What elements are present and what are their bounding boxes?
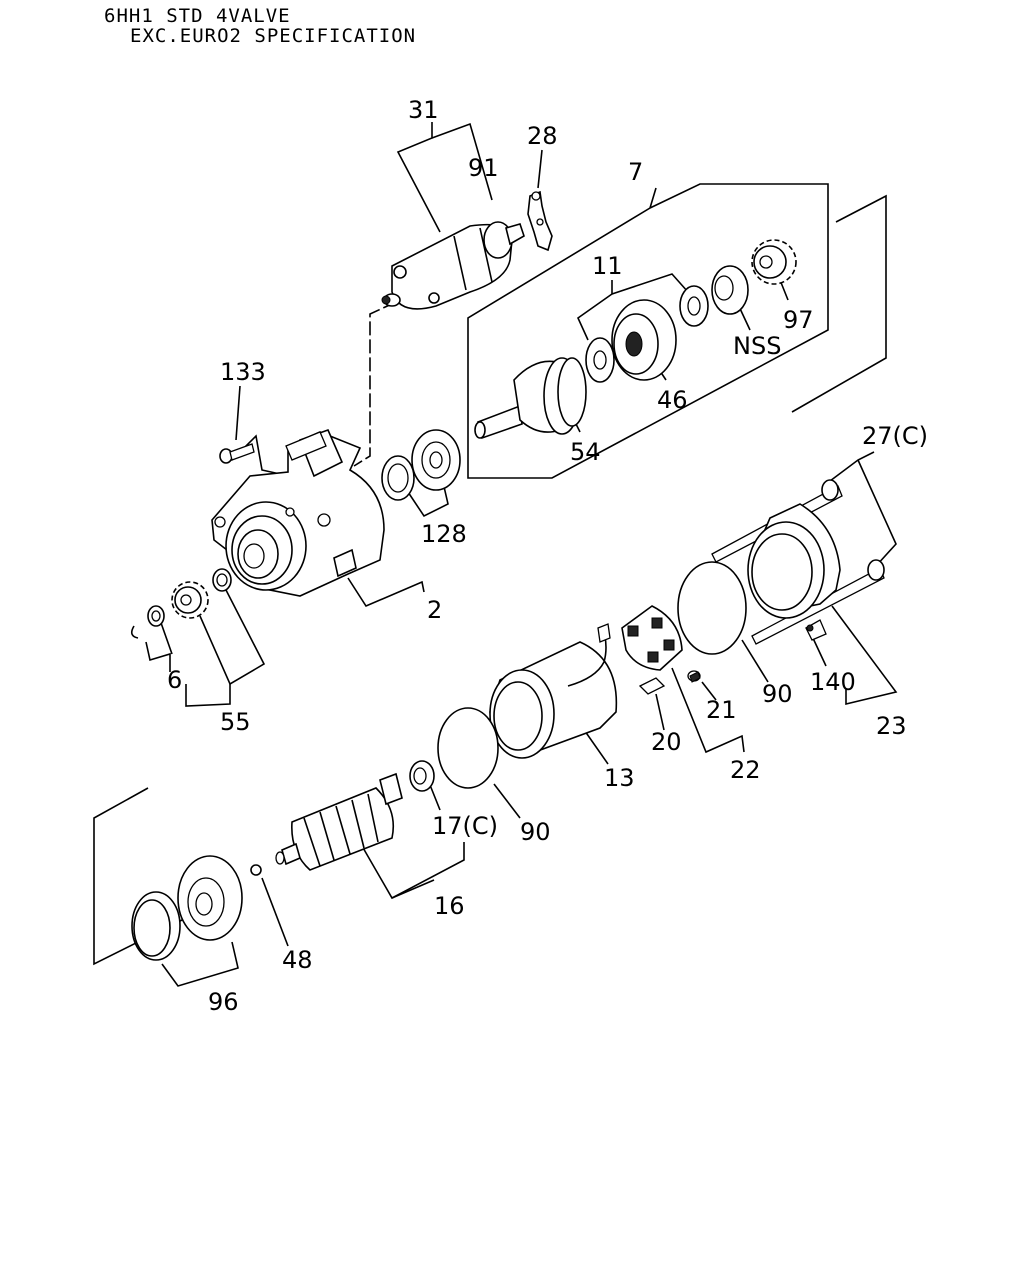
callout-46: 46 (657, 386, 688, 414)
callout-16: 16 (434, 892, 465, 920)
callout-90-lower: 90 (520, 818, 551, 846)
header-line-1: 6HH1 STD 4VALVE (104, 5, 291, 27)
callout-20: 20 (651, 728, 682, 756)
callout-23: 23 (876, 712, 907, 740)
callout-6: 6 (167, 666, 182, 694)
header-line-2: EXC.EURO2 SPECIFICATION (130, 25, 417, 47)
callout-nss: NSS (733, 332, 781, 360)
callout-54: 54 (570, 438, 601, 466)
o-ring-90-lower (437, 707, 499, 789)
callout-140: 140 (810, 668, 856, 696)
callout-97: 97 (783, 306, 814, 334)
bearing-128 (381, 429, 461, 501)
callout-48: 48 (282, 946, 313, 974)
bearing-17 (409, 760, 435, 792)
callout-13: 13 (604, 764, 635, 792)
callout-7: 7 (628, 158, 643, 186)
yoke-13 (489, 623, 618, 759)
rear-cover-assembly (711, 479, 885, 645)
armature-16 (275, 772, 403, 871)
callout-22: 22 (730, 756, 761, 784)
callout-31: 31 (408, 96, 439, 124)
retainer-and-pinion-55 (130, 568, 232, 639)
ball-48 (250, 864, 262, 876)
callout-133: 133 (220, 358, 266, 386)
pinion-clutch-group (474, 239, 797, 440)
front-housing (211, 428, 385, 597)
o-ring-90-upper (677, 561, 747, 655)
callout-96: 96 (208, 988, 239, 1016)
cover-96 (131, 855, 243, 961)
callout-128: 128 (421, 520, 467, 548)
solenoid-assembly (381, 221, 525, 310)
callout-21: 21 (706, 696, 737, 724)
bolt-133 (219, 443, 255, 464)
brush-holder-assembly (621, 605, 701, 695)
callout-28: 28 (527, 122, 558, 150)
callout-11: 11 (592, 252, 623, 280)
terminal-plate (527, 190, 553, 252)
callout-17c: 17(C) (432, 812, 498, 840)
callout-90-upper: 90 (762, 680, 793, 708)
callout-2: 2 (427, 596, 442, 624)
callout-27c: 27(C) (862, 422, 928, 450)
callout-55: 55 (220, 708, 251, 736)
